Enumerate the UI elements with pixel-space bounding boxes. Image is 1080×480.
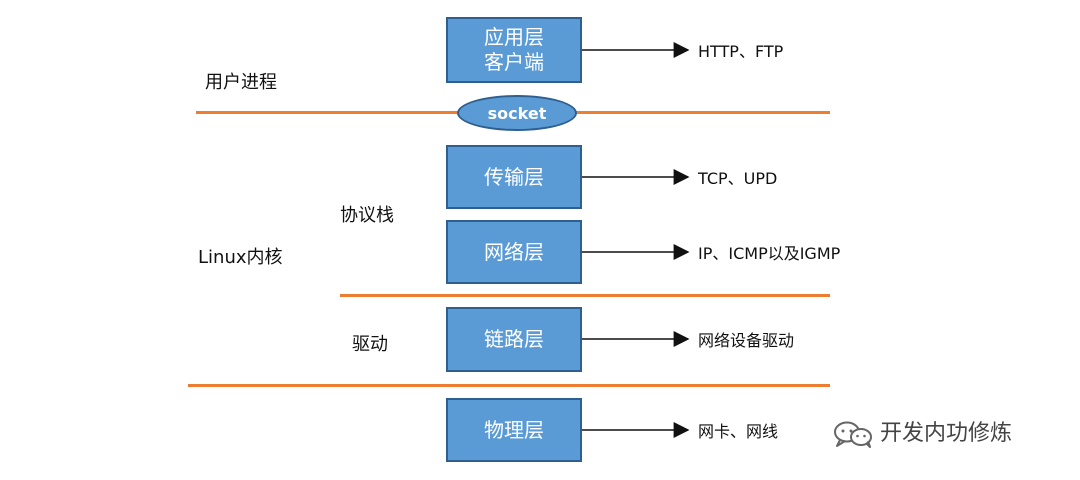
- network-layer-label: 网络层: [484, 239, 544, 264]
- link-physical-divider: [188, 384, 830, 387]
- network-link-divider: [340, 294, 830, 297]
- socket-interface: socket: [457, 95, 577, 131]
- application-protocols: HTTP、FTP: [698, 42, 784, 61]
- physical-layer-box: 物理层: [446, 398, 582, 462]
- link-protocols: 网络设备驱动: [698, 331, 795, 350]
- network-layer-box: 网络层: [446, 220, 582, 284]
- protocol-stack-label: 协议栈: [340, 205, 394, 226]
- watermark-text: 开发内功修炼: [880, 421, 1013, 446]
- application-layer-label: 应用层: [484, 25, 544, 49]
- linux-kernel-label: Linux内核: [198, 247, 283, 268]
- link-layer-box: 链路层: [446, 307, 582, 372]
- wechat-icon: [834, 421, 872, 448]
- watermark: 开发内功修炼: [832, 419, 1012, 449]
- user-process-label: 用户进程: [205, 72, 277, 93]
- driver-label: 驱动: [352, 334, 388, 355]
- application-layer-box: 应用层 客户端: [446, 17, 582, 83]
- transport-layer-label: 传输层: [484, 164, 544, 189]
- network-protocols: IP、ICMP以及IGMP: [698, 244, 841, 263]
- client-label: 客户端: [484, 50, 544, 74]
- transport-layer-box: 传输层: [446, 145, 582, 209]
- link-layer-label: 链路层: [484, 327, 544, 351]
- physical-protocols: 网卡、网线: [698, 422, 779, 441]
- transport-protocols: TCP、UPD: [698, 169, 778, 188]
- physical-layer-label: 物理层: [484, 417, 544, 442]
